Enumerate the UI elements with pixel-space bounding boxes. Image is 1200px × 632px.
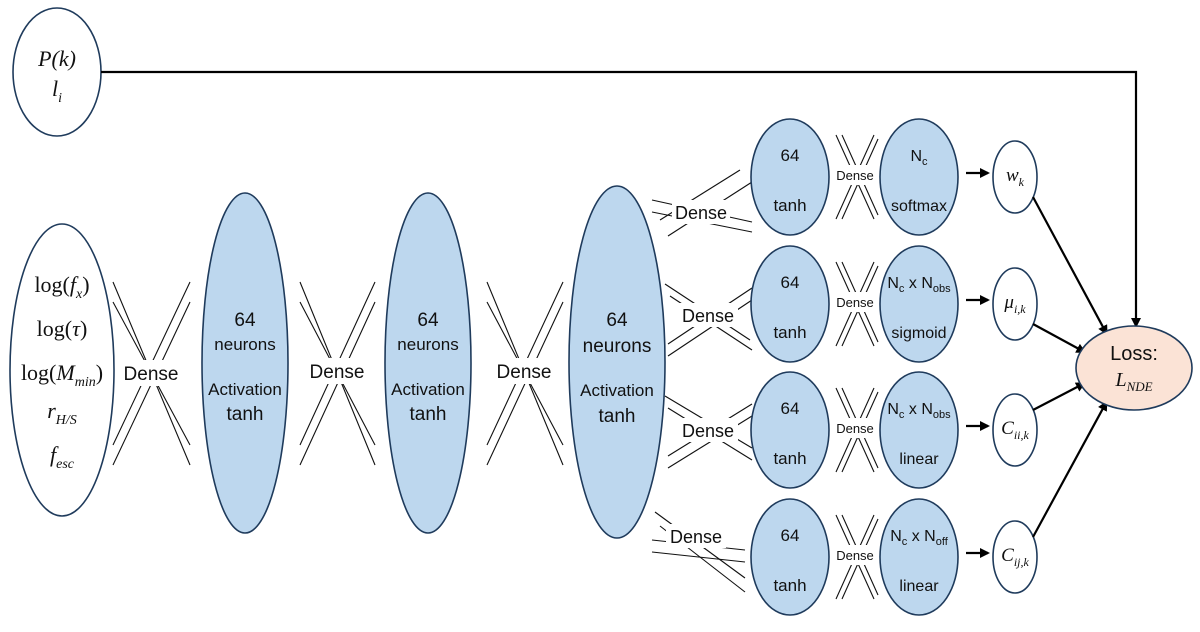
dense-label: Dense <box>682 306 734 326</box>
input-feature: rH/S <box>47 398 77 428</box>
dense-label-bg <box>832 545 878 565</box>
branch-hidden-size: 64 <box>781 273 800 292</box>
dense-connection-1: Dense <box>112 281 191 466</box>
multipole-label: li <box>52 76 62 106</box>
layer-activation-label: Activation <box>208 380 282 399</box>
layer-size: 64 <box>606 310 628 331</box>
dense-label: Dense <box>310 362 365 383</box>
target-node <box>992 267 1038 341</box>
branch-hidden-size: 64 <box>781 146 800 165</box>
branch-dense-connection-3: Dense <box>664 395 753 469</box>
layer-size: 64 <box>234 310 256 331</box>
branch-output-size: Nc x Nobs <box>887 401 951 421</box>
target-node <box>992 140 1038 214</box>
layer-activation-label: Activation <box>580 381 654 400</box>
target-symbol: wk <box>1006 165 1025 189</box>
branch-output-fn: sigmoid <box>891 325 946 342</box>
dense-label-bg <box>832 418 878 438</box>
branch-output-size: Nc x Noff <box>890 528 948 548</box>
layer-activation-label: Activation <box>391 380 465 399</box>
target-node <box>992 520 1038 594</box>
dense-label: Dense <box>682 421 734 441</box>
branch-dense-connection-1: Dense <box>651 169 753 237</box>
branch-output-size: Nc <box>910 148 928 168</box>
top-input-node: P(k) li <box>12 7 102 137</box>
loss-arrow <box>1032 382 1086 411</box>
target-symbol: Cij,k <box>1001 545 1029 569</box>
hidden-layer-2: 64 neurons Activation tanh <box>384 192 472 534</box>
dense-label: Dense <box>836 421 874 436</box>
layer-activation-fn: tanh <box>410 404 447 425</box>
dense-label: Dense <box>124 364 179 385</box>
branch-output-fn: softmax <box>891 198 947 215</box>
branch-output-fn: linear <box>899 451 939 468</box>
branch-dense-connection-4: Dense <box>651 511 746 593</box>
loss-arrow <box>1032 323 1087 353</box>
input-feature: fesc <box>50 442 75 472</box>
dense-label: Dense <box>836 168 874 183</box>
loss-label: Loss: <box>1110 343 1158 365</box>
branch-hidden-node <box>750 371 830 489</box>
branch-hidden-node <box>750 118 830 236</box>
loss-arrow <box>1032 196 1108 336</box>
hidden-layer-1: 64 neurons Activation tanh <box>201 192 289 534</box>
input-feature: log(fx) <box>34 272 89 302</box>
dense-label-bg <box>832 165 878 185</box>
dense-label-bg <box>832 292 878 312</box>
layer-unit: neurons <box>214 335 275 354</box>
branch-output-node <box>879 498 959 616</box>
branch-hidden-size: 64 <box>781 526 800 545</box>
branch-hidden-size: 64 <box>781 399 800 418</box>
branch-hidden-fn: tanh <box>773 576 806 595</box>
branch-dense-connection-2: Dense <box>664 283 753 357</box>
skip-connection-arrow <box>101 70 1141 328</box>
input-feature: log(Mmin) <box>21 360 103 390</box>
layer-unit: neurons <box>397 335 458 354</box>
layer-unit: neurons <box>583 336 652 357</box>
branch-hidden-fn: tanh <box>773 449 806 468</box>
branch-output-size: Nc x Nobs <box>887 275 951 295</box>
branch-output-node <box>879 371 959 489</box>
input-feature: log(τ) <box>37 316 88 341</box>
dense-label: Dense <box>836 548 874 563</box>
loss-arrow <box>1032 400 1108 538</box>
branch-output-node <box>879 245 959 363</box>
dense-connection-3: Dense <box>486 281 564 466</box>
layer-activation-fn: tanh <box>227 404 264 425</box>
branch-hidden-node <box>750 245 830 363</box>
target-symbol: μi,k <box>1003 292 1026 316</box>
input-parameters-node: log(fx) log(τ) log(Mmin) rH/S fesc <box>9 223 115 517</box>
branch-hidden-fn: tanh <box>773 323 806 342</box>
layer-activation-fn: tanh <box>599 406 636 427</box>
dense-label: Dense <box>497 362 552 383</box>
branch-output-fn: linear <box>899 578 939 595</box>
power-spectrum-label: P(k) <box>37 46 76 71</box>
output-branch-3: 64 tanh Dense Nc x Nobs linear Cii,k <box>750 371 1086 489</box>
hidden-layer-3: 64 neurons Activation tanh <box>568 185 666 539</box>
dense-connection-2: Dense <box>299 281 376 466</box>
layer-size: 64 <box>417 310 439 331</box>
branch-hidden-node <box>750 498 830 616</box>
branch-hidden-fn: tanh <box>773 196 806 215</box>
loss-symbol: LNDE <box>1114 369 1152 394</box>
target-symbol: Cii,k <box>1001 418 1029 442</box>
dense-label: Dense <box>675 203 727 223</box>
dense-label: Dense <box>670 527 722 547</box>
target-node <box>992 393 1038 467</box>
branch-output-node <box>879 118 959 236</box>
loss-node: Loss: LNDE <box>1075 325 1193 411</box>
output-branch-2: 64 tanh Dense Nc x Nobs sigmoid μi,k <box>750 245 1087 363</box>
dense-label: Dense <box>836 295 874 310</box>
